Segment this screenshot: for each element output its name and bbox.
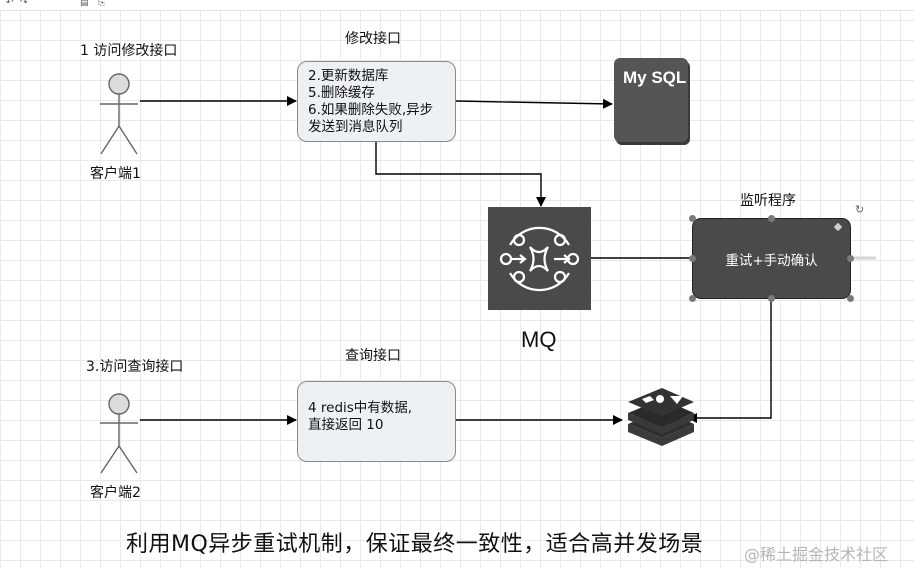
toolbar-format-icon[interactable]: ▤ xyxy=(80,0,89,8)
redis-stack-icon xyxy=(628,388,694,446)
subtitle-caption: 利用MQ异步重试机制，保证最终一致性，适合高并发场景 xyxy=(126,532,704,557)
client1-title: 1 访问修改接口 xyxy=(80,43,178,59)
listener-handle-l[interactable] xyxy=(689,255,696,262)
rotate-icon[interactable]: ↻ xyxy=(855,203,865,216)
user-actor-icon xyxy=(100,393,138,474)
edge-modify-to-mq xyxy=(375,142,546,207)
toolbar-redo-icon[interactable]: ↷ xyxy=(20,0,28,8)
client2-title: 3.访问查询接口 xyxy=(86,359,184,375)
listener-node[interactable]: 重试+手动确认 xyxy=(692,218,851,299)
mq-glyph xyxy=(499,226,580,292)
modify-line-2: 5.删除缓存 xyxy=(308,85,375,101)
modify-line-3: 6.如果删除失败,异步 xyxy=(308,102,434,118)
listener-handle-r[interactable] xyxy=(847,255,854,262)
modify-line-1: 2.更新数据库 xyxy=(308,68,389,84)
modify-api-title: 修改接口 xyxy=(345,31,401,47)
edge-listener-to-redis xyxy=(687,299,772,423)
modify-api-node[interactable]: 2.更新数据库 5.删除缓存 6.如果删除失败,异步 发送到消息队列 xyxy=(297,61,456,142)
toolbar: ↶ ↷ ▤ ⎘ xyxy=(0,0,914,11)
client1-name: 客户端1 xyxy=(90,166,141,182)
modify-line-4: 发送到消息队列 xyxy=(308,119,403,135)
query-api-node[interactable]: 4 redis中有数据, 直接返回 10 xyxy=(297,381,456,462)
watermark: @稀土掘金技术社区 xyxy=(744,545,889,564)
listener-handle-b[interactable] xyxy=(768,295,775,302)
mysql-db-icon[interactable]: My SQL xyxy=(614,58,688,142)
query-line-2: 直接返回 10 xyxy=(308,417,384,433)
listener-title: 监听程序 xyxy=(740,193,796,209)
listener-handle-br[interactable] xyxy=(847,295,854,302)
listener-handle-tl[interactable] xyxy=(689,215,696,222)
query-line-1: 4 redis中有数据, xyxy=(308,400,413,416)
toolbar-undo-icon[interactable]: ↶ xyxy=(6,0,14,8)
client2-name: 客户端2 xyxy=(90,485,141,501)
toolbar-copy-icon[interactable]: ⎘ xyxy=(98,0,106,8)
mq-queue-icon[interactable] xyxy=(488,207,591,310)
mq-label: MQ xyxy=(521,327,557,352)
user-actor-icon xyxy=(100,73,138,155)
query-api-title: 查询接口 xyxy=(345,348,401,364)
listener-box-label: 重试+手动确认 xyxy=(725,252,818,269)
listener-handle-t[interactable] xyxy=(768,215,775,222)
listener-handle-bl[interactable] xyxy=(689,295,696,302)
mysql-label: My SQL xyxy=(623,68,687,87)
edge-modify-to-mysql xyxy=(455,98,613,109)
